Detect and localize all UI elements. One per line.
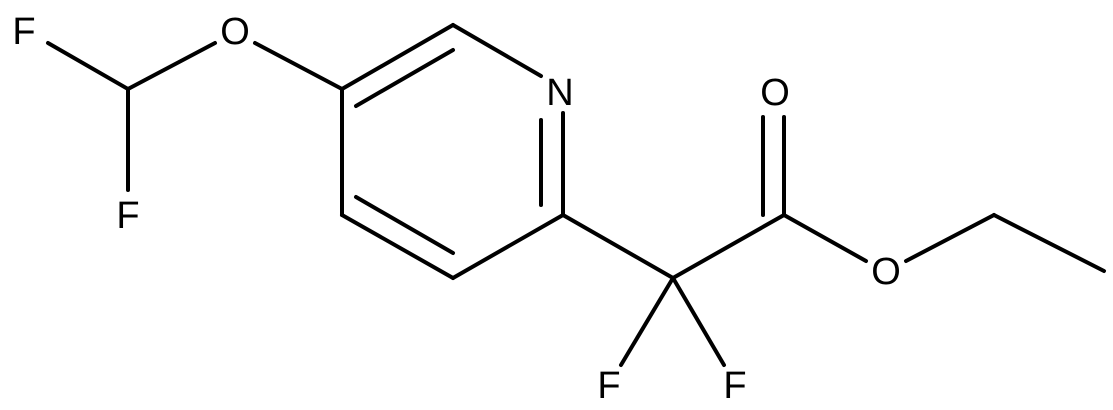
bonds (46, 23, 1106, 367)
bond-c2-to-cf2 (561, 213, 675, 280)
bond-o-ester-to-ch2 (904, 213, 996, 263)
bond-ch2-to-ch3 (992, 213, 1106, 273)
atom-o-ester: O (871, 251, 901, 293)
atom-f-left: F (116, 195, 139, 237)
atom-o-ether: O (220, 11, 250, 53)
atom-labels: F O F N O O F F (12, 11, 900, 407)
bond-ring-c5-c6-inner (354, 48, 455, 108)
bond-carbonyl-c-to-o-ester (782, 213, 868, 263)
bond-ring-c3-c4-inner (354, 195, 455, 255)
bond-ring-c2-c3 (451, 213, 565, 280)
atom-f-bottom-right: F (723, 365, 746, 407)
bond-cf2-to-f-bottom-right (671, 276, 726, 367)
atom-f-bottom-left: F (597, 365, 620, 407)
atom-o-carbonyl: O (760, 72, 790, 114)
bond-o-ether-to-ring (253, 41, 344, 91)
bond-ring-c6-n (451, 23, 543, 78)
atom-f-top: F (12, 11, 35, 53)
bond-cf2-to-f-bottom-left (619, 276, 675, 367)
bond-ring-c3-c4 (340, 213, 455, 280)
bond-cf2-to-carbonyl-c (671, 213, 786, 280)
bond-chf2-to-o-ether (126, 41, 217, 91)
bond-f-top-to-chf2 (46, 41, 130, 91)
atom-n-ring: N (546, 72, 573, 114)
bond-ring-c5-c6 (340, 23, 455, 91)
